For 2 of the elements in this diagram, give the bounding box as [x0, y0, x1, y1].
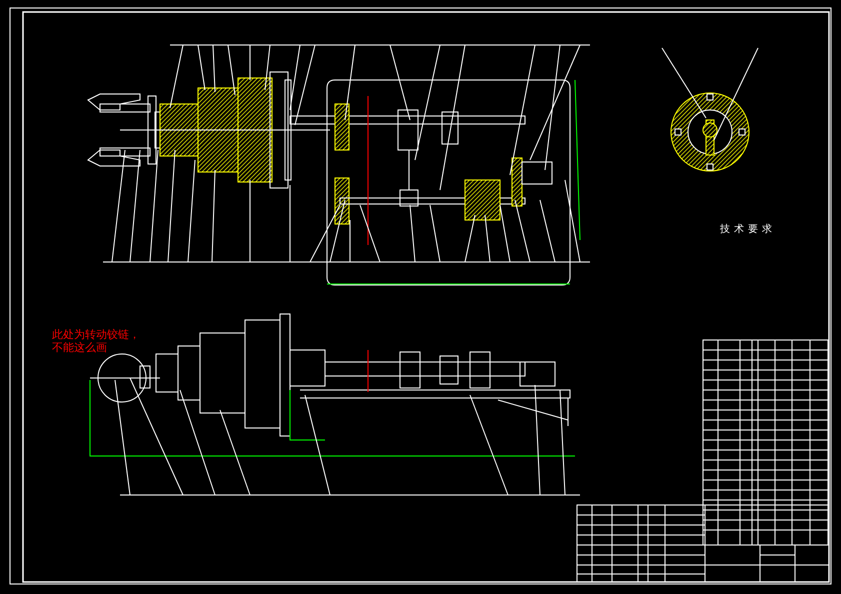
technical-requirements-heading: 技术要求 [720, 222, 776, 236]
annotation-note: 此处为转动铰链，不能这么画 [52, 328, 141, 354]
